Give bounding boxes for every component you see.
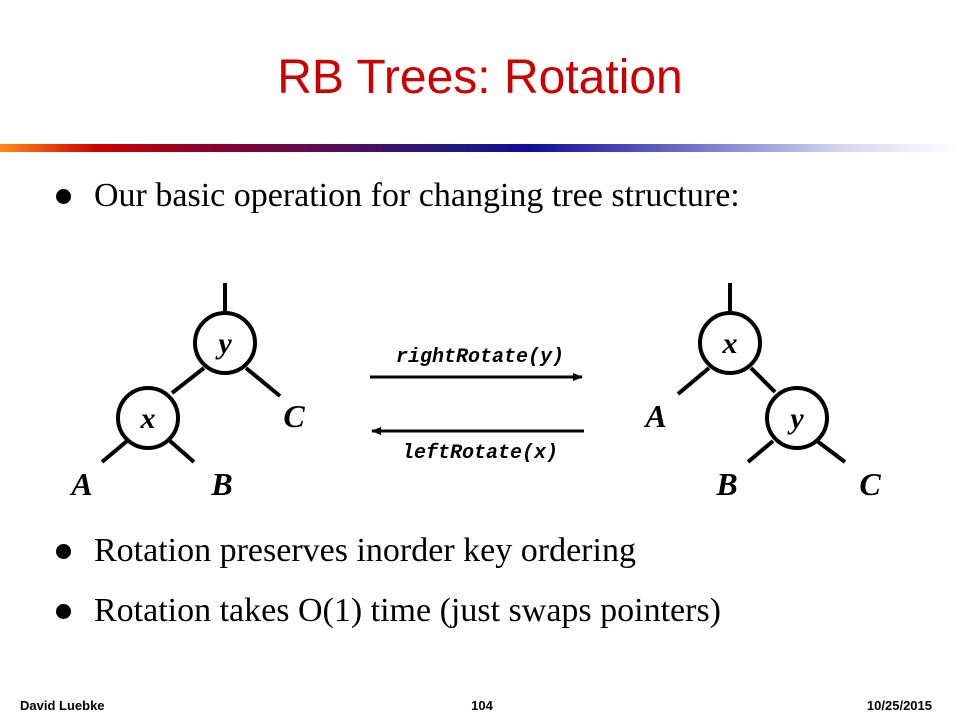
left-child-node (116, 386, 180, 450)
right-root-right-edge (749, 366, 777, 394)
right-child-left-edge (746, 439, 775, 464)
left-child-right-edge (168, 439, 196, 464)
bullet-text: Rotation preserves inorder key ordering (94, 532, 636, 569)
right-subtree-c: C (859, 466, 881, 502)
bullet-item: Our basic operation for changing tree st… (56, 175, 916, 217)
bullet-dot-icon (56, 544, 71, 559)
left-root-right-edge (244, 366, 282, 398)
bullet-text: Our basic operation for changing tree st… (94, 177, 740, 214)
bullet-dot-icon (56, 604, 71, 619)
left-subtree-c: C (283, 398, 305, 434)
left-child-label: x (140, 402, 156, 435)
footer-author: David Luebke (20, 698, 105, 713)
right-root-node (698, 311, 762, 375)
title-divider (0, 144, 960, 152)
right-child-node (765, 386, 829, 450)
left-subtree-a: A (69, 466, 92, 502)
left-root-label: y (215, 327, 232, 360)
footer-date: 10/25/2015 (866, 698, 932, 713)
bullet-text: Rotation takes O(1) time (just swaps poi… (94, 592, 722, 629)
left-subtree-b: B (210, 466, 232, 502)
bullet-item: Rotation preserves inorder key ordering (56, 530, 916, 572)
left-root-left-edge (170, 366, 206, 395)
left-child-left-edge (100, 439, 129, 464)
bullet-item: Rotation takes O(1) time (just swaps poi… (56, 590, 916, 632)
right-child-label: y (787, 402, 804, 435)
right-tree: x y A B C (643, 283, 881, 502)
right-root-left-edge (676, 366, 711, 396)
left-root-node (193, 311, 257, 375)
right-rotate-label: rightRotate(y) (396, 346, 564, 369)
right-root-label: x (722, 327, 738, 360)
left-tree: y x A B C (69, 283, 305, 502)
right-child-right-edge (815, 439, 847, 464)
footer-page-number: 104 (471, 698, 493, 713)
bullet-dot-icon (56, 189, 71, 204)
slide-title: RB Trees: Rotation (277, 51, 683, 104)
rotation-arrows: rightRotate(y) leftRotate(x) (370, 346, 584, 465)
right-subtree-a: A (643, 398, 666, 434)
left-rotate-label: leftRotate(x) (402, 442, 558, 465)
right-subtree-b: B (715, 466, 737, 502)
